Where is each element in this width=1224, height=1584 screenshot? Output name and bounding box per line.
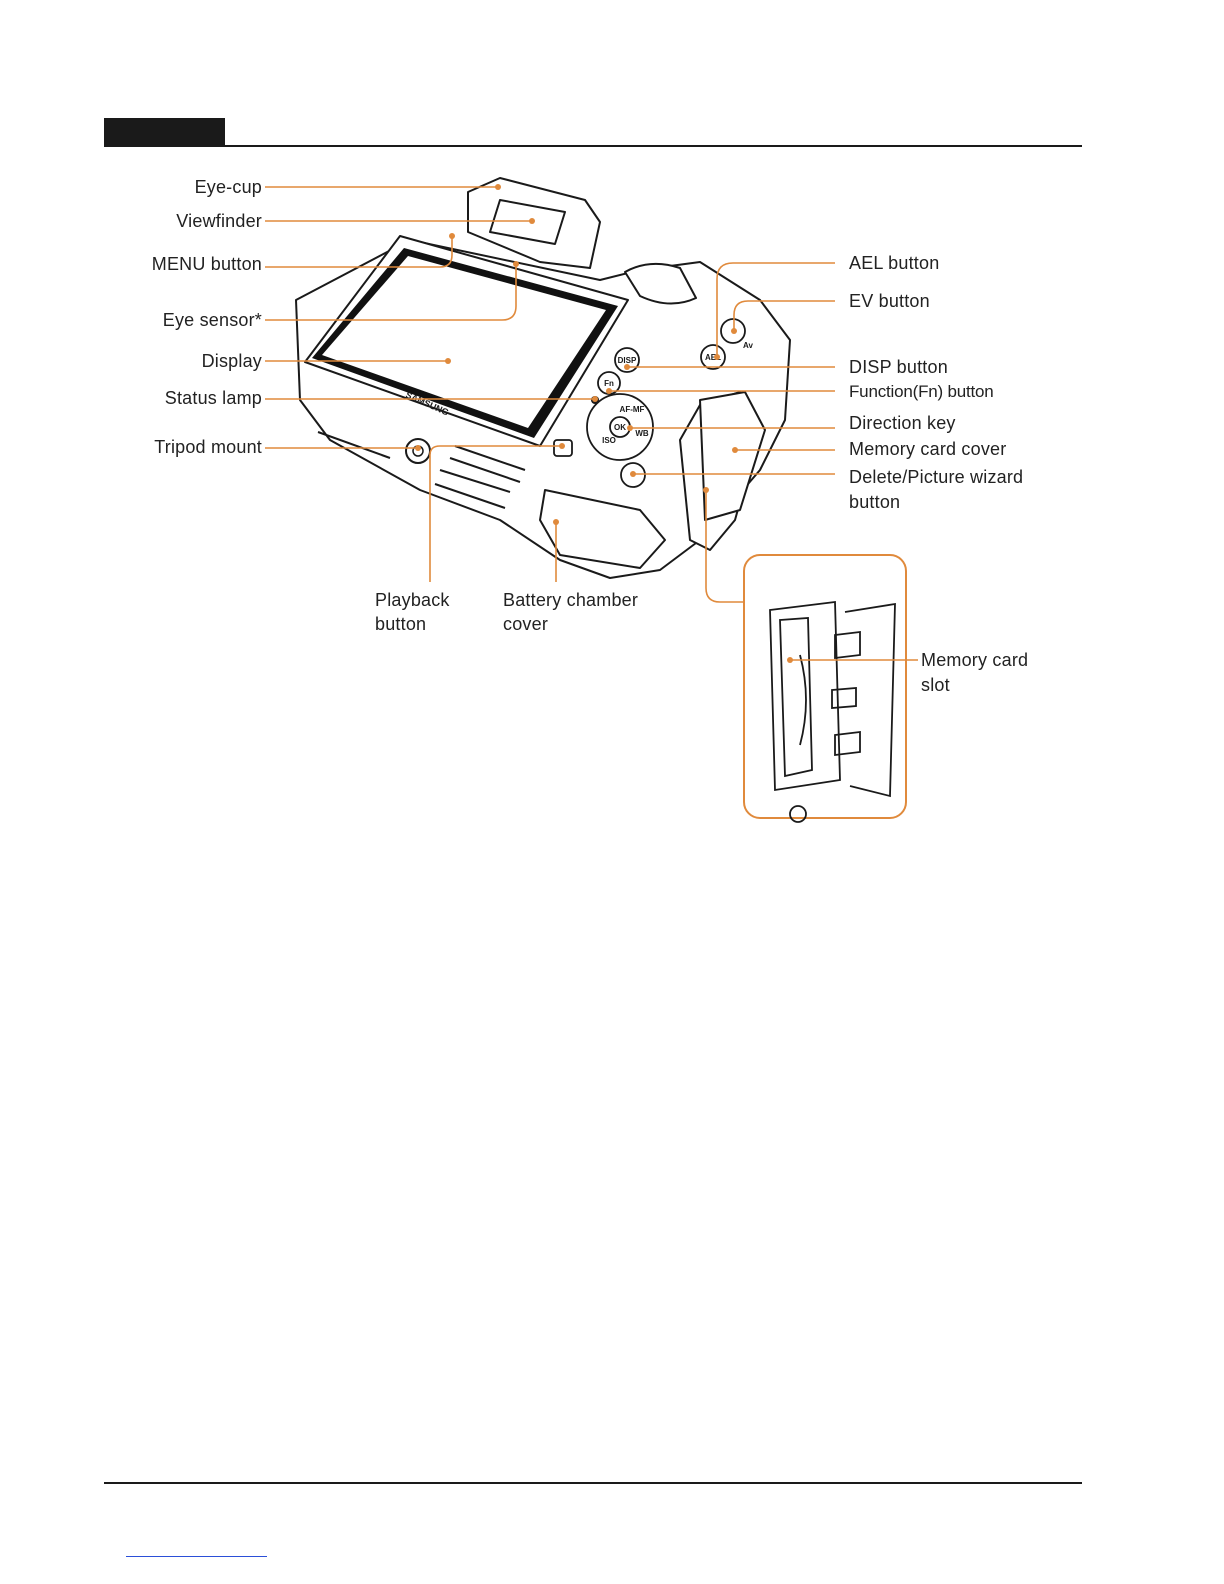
footer-link-underline[interactable] — [126, 1556, 267, 1557]
label-card-slot-line1: Memory card — [921, 648, 1028, 672]
label-status-lamp: Status lamp — [100, 386, 262, 410]
label-direction-key: Direction key — [849, 411, 956, 435]
af-mf-marking: AF-MF — [620, 405, 645, 414]
label-card-slot-line2: slot — [921, 673, 950, 697]
iso-marking: ISO — [602, 436, 616, 445]
av-marking: Av — [743, 341, 753, 350]
label-tripod-mount: Tripod mount — [100, 435, 262, 459]
ok-marking: OK — [614, 423, 626, 432]
label-menu-button: MENU button — [100, 252, 262, 276]
label-playback-line2: button — [375, 612, 426, 636]
label-battery-line2: cover — [503, 612, 548, 636]
label-playback-line1: Playback — [375, 588, 450, 612]
label-ael-button: AEL button — [849, 251, 939, 275]
fn-marking: Fn — [604, 379, 614, 388]
label-display: Display — [100, 349, 262, 373]
label-viewfinder: Viewfinder — [100, 209, 262, 233]
label-eye-sensor: Eye sensor* — [100, 308, 262, 332]
label-eye-cup: Eye-cup — [100, 175, 262, 199]
label-delete-line1: Delete/Picture wizard — [849, 465, 1023, 489]
wb-marking: WB — [635, 429, 649, 438]
label-battery-line1: Battery chamber — [503, 588, 638, 612]
disp-marking: DISP — [618, 356, 637, 365]
label-ev-button: EV button — [849, 289, 930, 313]
label-disp-button: DISP button — [849, 355, 948, 379]
footer-rule — [104, 1482, 1082, 1484]
label-delete-line2: button — [849, 490, 900, 514]
label-fn-button: Function(Fn) button — [849, 380, 994, 404]
memory-card-slot-inset — [744, 555, 906, 818]
label-memory-card-cover: Memory card cover — [849, 437, 1006, 461]
camera-diagram: SAMSUNG DISP Fn AEL OK AF-MF WB — [0, 0, 1224, 900]
memory-card-cover-shape — [700, 392, 765, 520]
